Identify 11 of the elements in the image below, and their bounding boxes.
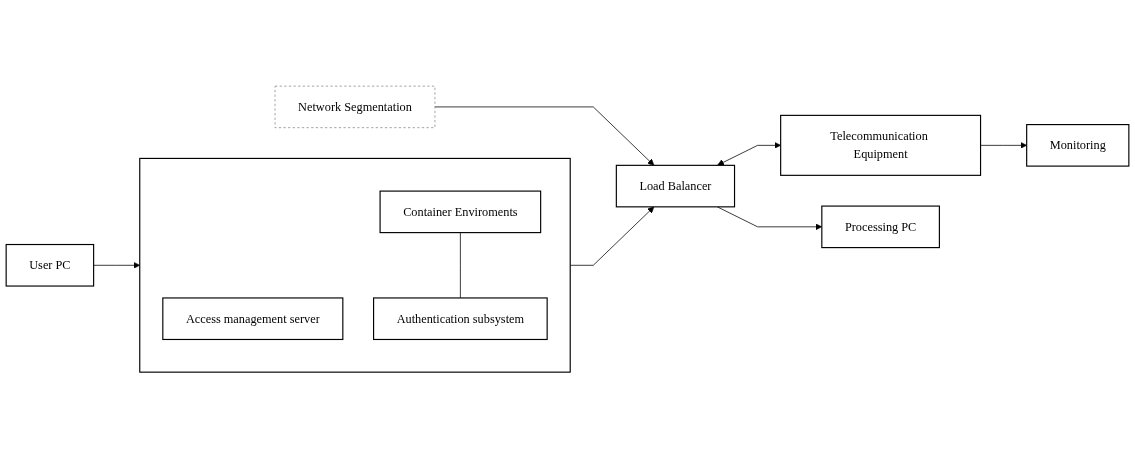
- node-box: Load Balancer: [615, 165, 736, 208]
- node-box: Network Segmentation: [274, 86, 436, 129]
- node-box: User PC: [5, 244, 95, 287]
- node-box: Container Enviroments: [379, 190, 542, 234]
- connector: [460, 232, 461, 299]
- node-box: Telecommunication Equipment: [780, 115, 982, 177]
- node-box: Access management server: [162, 297, 344, 341]
- node-box: Authentication subsystem: [373, 297, 548, 341]
- node-box: Monitoring: [1026, 124, 1130, 168]
- node-box: Processing PC: [821, 205, 940, 249]
- cluster: [139, 158, 571, 374]
